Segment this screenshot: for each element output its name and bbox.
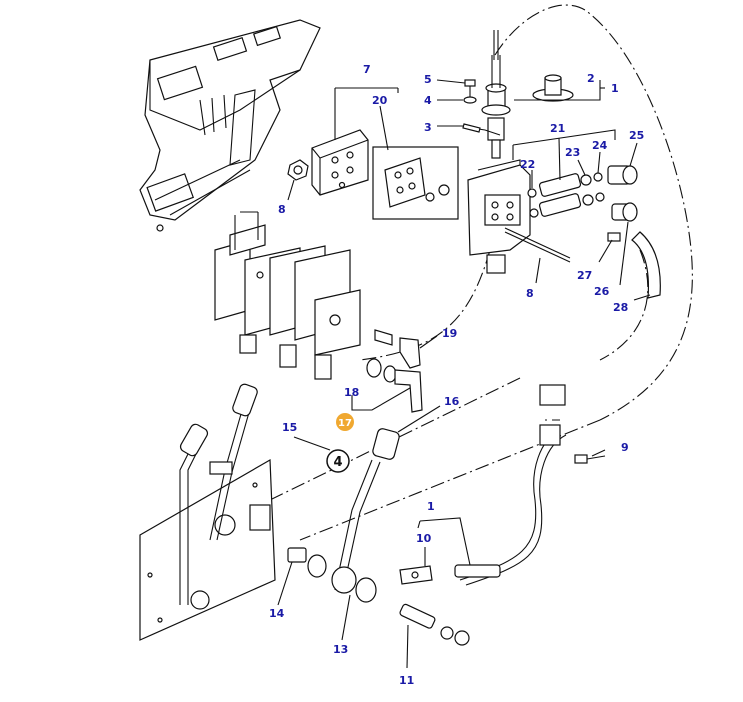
callout-7: 7 [363,63,371,76]
joystick-lever-right [209,383,258,541]
callout-3: 3 [424,121,432,134]
callout-26: 26 [594,285,610,298]
callout-20: 20 [372,94,388,107]
seal-part-23 [580,174,594,206]
oring-part-18 [366,358,397,383]
circled-marker-label: 4 [333,455,342,470]
callout-15: 15 [282,421,297,434]
stud-part-11 [399,603,470,646]
cartridge-part-21 [538,173,582,217]
callout-4: 4 [424,94,432,107]
seal-part-22 [527,188,539,218]
callout-18: 18 [344,386,359,399]
callout-1-bottom: 1 [427,500,435,513]
fitting-part-26 [611,202,638,222]
lever-part-16 [334,428,400,591]
callout-27: 27 [577,269,592,282]
callout-22: 22 [520,158,535,171]
callout-5: 5 [424,73,432,86]
callout-19: 19 [442,327,457,340]
callout-10: 10 [416,532,432,545]
valve-block-part-7 [311,129,369,196]
control-valve-bank [214,211,361,380]
cab-console [139,19,321,232]
lever-assembly-top [471,30,511,159]
pin-part-3 [462,123,481,133]
hose-part-28 [631,231,661,299]
washer-part-13 [331,566,377,603]
lever-mount-plate [139,458,276,641]
callout-13: 13 [333,643,348,656]
callout-17: 17 [338,418,352,429]
bolt-part-9 [574,454,606,464]
fitting-part-25 [607,165,638,185]
joystick-lever-left [179,423,209,605]
callout-8-left: 8 [278,203,286,216]
elbow-fitting-part-17 [394,369,423,413]
callout-14: 14 [269,607,285,620]
circled-marker: 4 [326,449,350,473]
washer-part-4 [463,96,477,104]
flange-bushing-part-2 [532,74,574,102]
valve-section-right [467,159,571,274]
gasket-kit-part-20 [372,146,459,220]
callout-labels: 1 2 3 4 5 7 8 8 9 10 11 13 14 15 16 18 1… [269,63,644,687]
callout-23: 23 [565,146,580,159]
callout-1-top: 1 [611,82,619,95]
callout-2: 2 [587,72,595,85]
callout-9: 9 [621,441,629,454]
highlight-badge-17[interactable]: 17 [336,413,354,431]
ring-part-24 [593,172,605,202]
callout-16: 16 [444,395,460,408]
callout-25: 25 [629,129,644,142]
nut-part-8-left [287,159,309,201]
clevis-part-10 [399,565,433,585]
callout-24: 24 [592,139,608,152]
callout-21: 21 [550,122,565,135]
bolt-part-5 [464,79,476,98]
callout-8-right: 8 [526,287,534,300]
control-cable-assembly [454,384,567,586]
fitting-part-19 [374,329,421,369]
bolt-part-27 [607,232,621,242]
callout-11: 11 [399,674,414,687]
callout-28: 28 [613,301,628,314]
bushing-part-14 [287,547,327,578]
leader-lines [277,79,651,669]
